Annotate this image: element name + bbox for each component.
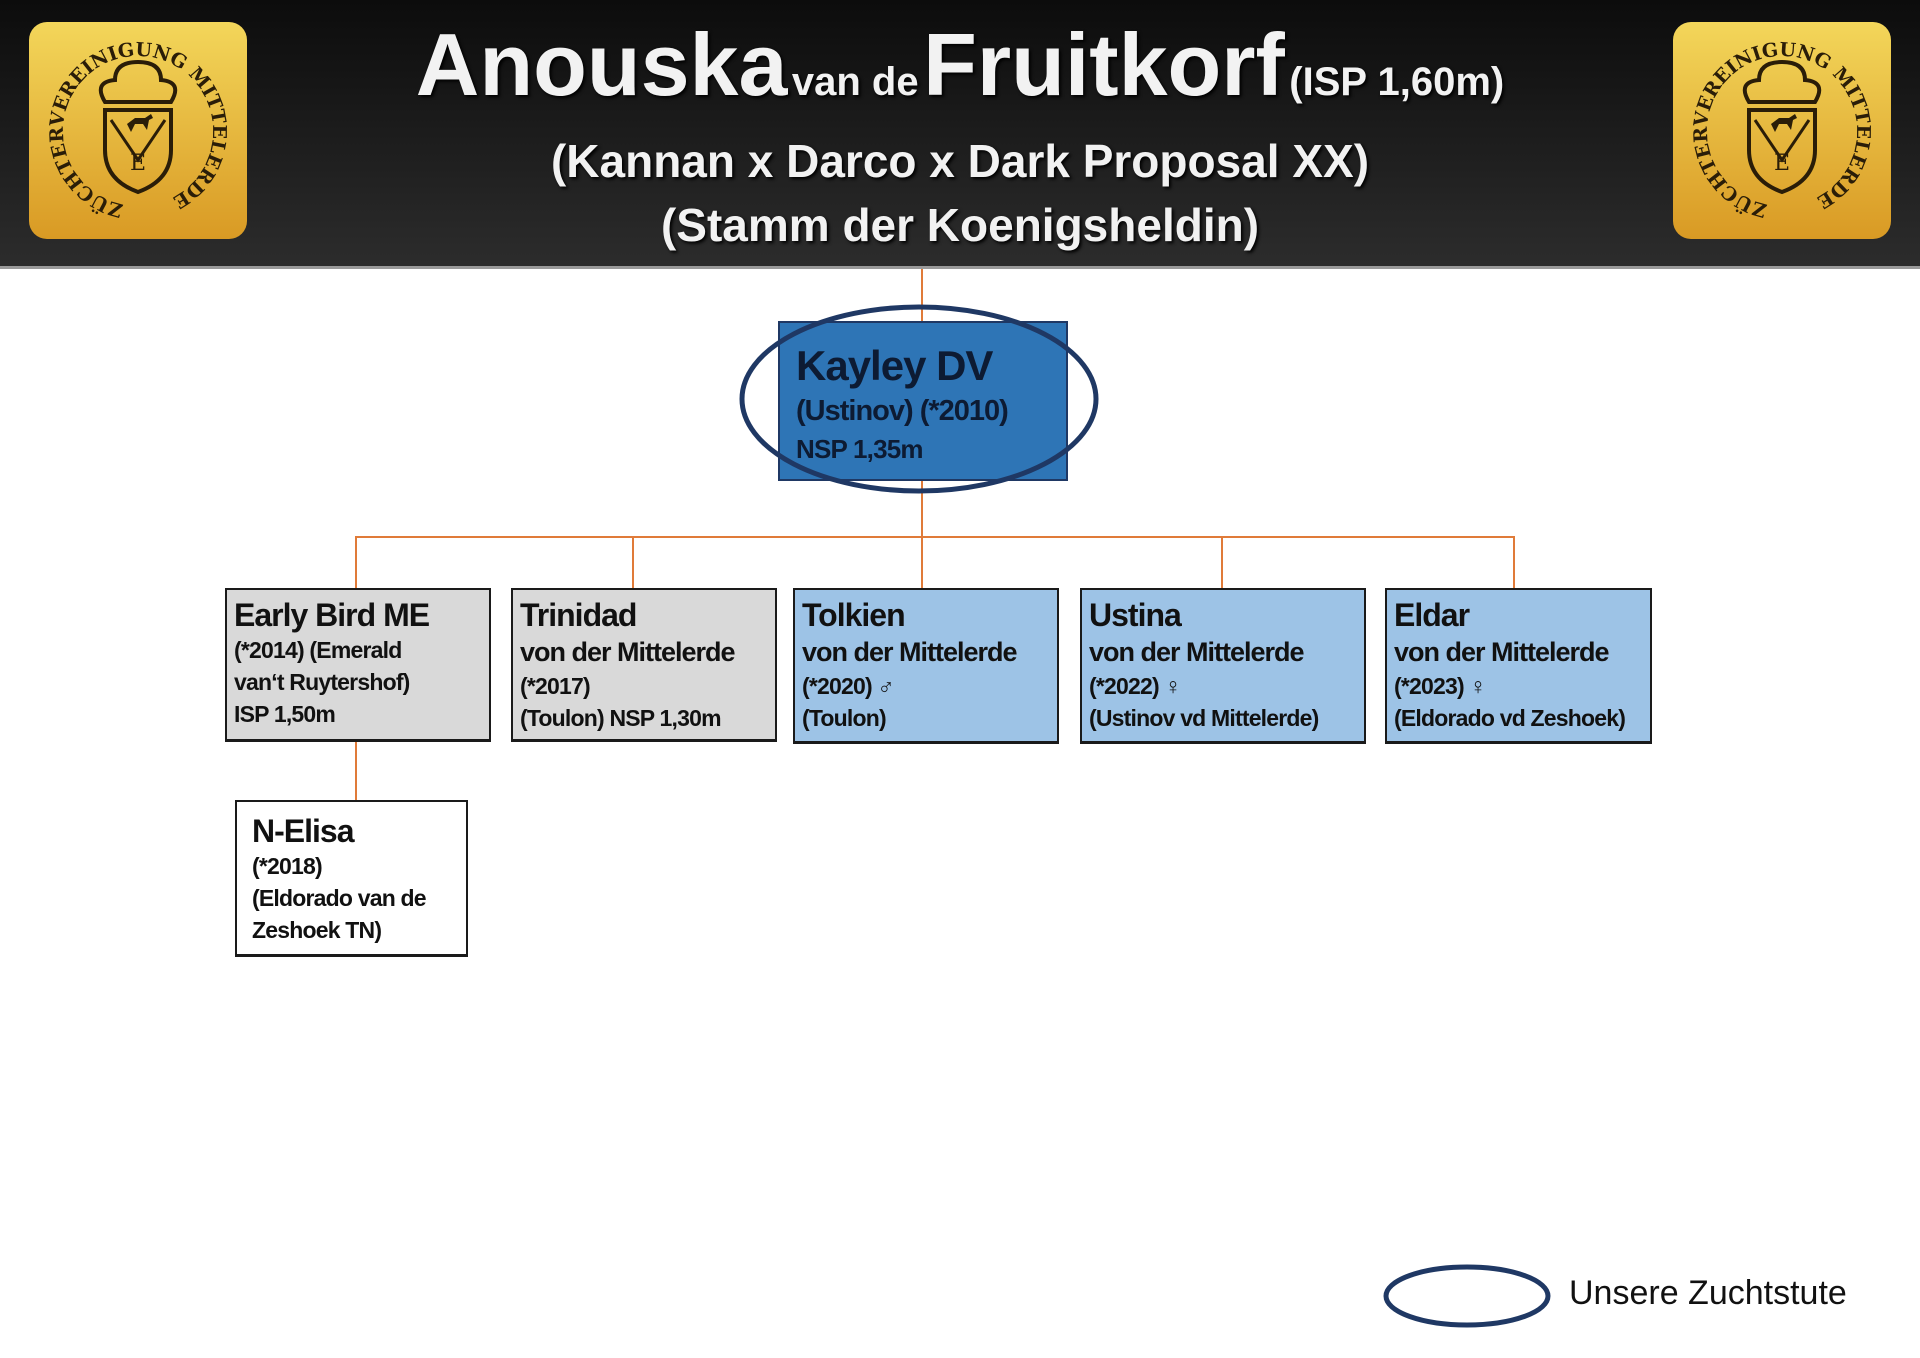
offspring-detail: von der Mittelerde [802, 637, 1018, 667]
offspring-name: Eldar [1394, 597, 1470, 633]
title-mid: van de [791, 60, 919, 104]
header-banner: ZÜCHTERVEREINIGUNG MITTELERDE E ZÜCHTERV… [0, 0, 1920, 269]
main-mare-box: Kayley DV (Ustinov) (*2010) NSP 1,35m [778, 321, 1068, 481]
offspring-detail: von der Mittelerde [1089, 637, 1305, 667]
connector-line [355, 742, 357, 800]
connector-line [1221, 536, 1223, 588]
offspring-box: Early Bird ME (*2014) (Emerald van‘t Ruy… [225, 588, 491, 742]
offspring-detail: Zeshoek TN) [252, 917, 382, 943]
mare-rating: NSP 1,35m [796, 434, 924, 464]
lineage-subtitle: (Stamm der Koenigsheldin) [660, 199, 1260, 251]
offspring-name: Ustina [1089, 597, 1182, 633]
mare-sire-year: (Ustinov) (*2010) [796, 395, 1009, 427]
offspring-detail: (*2014) (Emerald [234, 637, 402, 663]
breeders-association-logo-right: ZÜCHTERVEREINIGUNG MITTELERDE E [1673, 22, 1891, 239]
svg-text:E: E [1774, 151, 1790, 176]
offspring-detail: (*2020) ♂ [802, 673, 895, 699]
page-title: Anouska van de Fruitkorf (ISP 1,60m) [0, 14, 1920, 116]
connector-line [921, 269, 923, 321]
offspring-detail: (Toulon) [802, 705, 887, 731]
connector-line [355, 536, 1515, 538]
mare-name: Kayley DV [796, 342, 993, 389]
offspring-detail: (*2018) [252, 853, 323, 879]
offspring-detail: (*2022) ♀ [1089, 673, 1182, 699]
offspring-name: Early Bird ME [234, 597, 430, 633]
offspring-name: Tolkien [802, 597, 906, 633]
connector-line [355, 536, 357, 588]
offspring-detail: (Eldorado vd Zeshoek) [1394, 705, 1626, 731]
offspring-box: Eldar von der Mittelerde (*2023) ♀ (Eldo… [1385, 588, 1652, 744]
title-rating: (ISP 1,60m) [1289, 60, 1505, 104]
offspring-detail: von der Mittelerde [520, 637, 736, 667]
legend-ellipse-icon [1383, 1264, 1551, 1328]
connector-line [921, 481, 923, 537]
offspring-box: Trinidad von der Mittelerde (*2017) (Tou… [511, 588, 777, 742]
offspring-box: Tolkien von der Mittelerde (*2020) ♂ (To… [793, 588, 1059, 744]
pedigree-subtitle: (Kannan x Darco x Dark Proposal XX) [550, 135, 1370, 187]
offspring-detail: von der Mittelerde [1394, 637, 1610, 667]
offspring-name: N-Elisa [252, 813, 354, 849]
offspring-box: Ustina von der Mittelerde (*2022) ♀ (Ust… [1080, 588, 1366, 744]
connector-line [1513, 536, 1515, 588]
offspring-detail: van‘t Ruytershof) [234, 669, 410, 695]
offspring-detail: (Eldorado van de [252, 885, 427, 911]
grand-offspring-box: N-Elisa (*2018) (Eldorado van de Zeshoek… [235, 800, 468, 957]
title-first-name: Anouska [415, 15, 788, 114]
offspring-detail: (*2023) ♀ [1394, 673, 1487, 699]
offspring-detail: (*2017) [520, 673, 591, 699]
offspring-detail: (Ustinov vd Mittelerde) [1089, 705, 1319, 731]
offspring-detail: ISP 1,50m [234, 701, 336, 727]
offspring-name: Trinidad [520, 597, 637, 633]
legend-label: Unsere Zuchtstute [1569, 1274, 1847, 1312]
offspring-detail: (Toulon) NSP 1,30m [520, 705, 722, 731]
svg-text:E: E [130, 151, 146, 176]
connector-line [921, 536, 923, 588]
breeders-association-logo-left: ZÜCHTERVEREINIGUNG MITTELERDE E [29, 22, 247, 239]
connector-line [632, 536, 634, 596]
title-last-name: Fruitkorf [923, 15, 1285, 114]
